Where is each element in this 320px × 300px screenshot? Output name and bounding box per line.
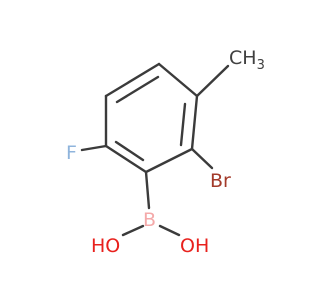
bromine-label: Br <box>210 170 231 192</box>
atom-labels: CH3 F Br B HO OH <box>66 47 265 257</box>
boron-label: B <box>143 209 156 231</box>
hydroxyl-right-label: OH <box>180 235 209 257</box>
bond-to-fluorine <box>80 144 108 152</box>
bond-to-methyl <box>195 64 230 98</box>
ring-inner-bond-bottom-left <box>114 140 145 162</box>
bond-to-boron <box>144 170 151 210</box>
ring-inner-bond-right <box>179 102 187 147</box>
bond-to-bromine <box>190 147 214 170</box>
ring-bond-top-right <box>157 62 199 98</box>
hydroxyl-left-label: HO <box>91 235 120 257</box>
ring-bond-right <box>190 94 199 151</box>
methyl-label: CH3 <box>229 47 265 73</box>
ring-bond-top <box>104 62 161 98</box>
bond-boron-oh-right <box>158 224 181 237</box>
fluorine-label: F <box>66 142 77 164</box>
ring-bond-bottom-left <box>104 144 148 174</box>
structure-canvas: CH3 F Br B HO OH <box>66 47 265 257</box>
ring-bond-bottom-right <box>144 147 194 174</box>
bond-lines <box>80 62 230 237</box>
bond-boron-oh-left <box>121 224 145 237</box>
ring-inner-bond-top <box>115 75 160 104</box>
